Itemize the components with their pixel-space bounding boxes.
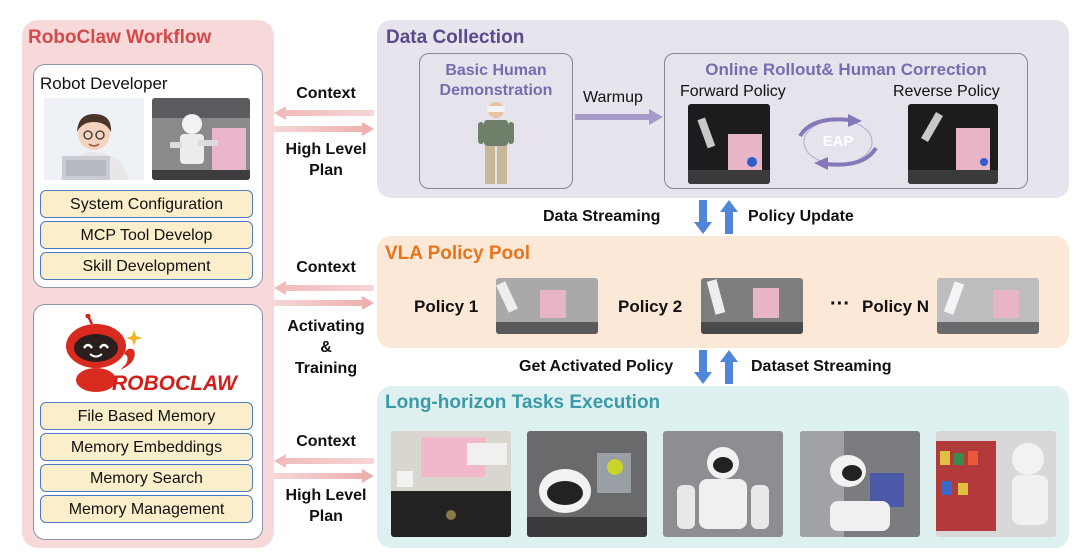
top-context-label: Context bbox=[296, 85, 356, 102]
activating-label: Activating bbox=[287, 318, 365, 335]
forward-policy-label: Forward Policy bbox=[680, 83, 786, 100]
warmup-arrow bbox=[575, 109, 663, 125]
eap-label: EAP bbox=[822, 133, 854, 150]
bottom-context-label: Context bbox=[296, 433, 356, 450]
plan-arrow-right-top bbox=[274, 122, 374, 136]
human-demo-label-line2: Demonstration bbox=[439, 82, 553, 99]
bottom-plan-label-line2: Plan bbox=[309, 508, 343, 525]
long-horizon-title: Long-horizon Tasks Execution bbox=[385, 392, 661, 413]
policy-update-label: Policy Update bbox=[748, 208, 854, 225]
robot-developer-title: Robot Developer bbox=[40, 74, 168, 93]
bottom-plan-label-line1: High Level bbox=[285, 487, 367, 504]
task-photo-4 bbox=[800, 431, 920, 537]
training-arrow-right-middle bbox=[274, 296, 374, 310]
roboclaw-mascot-logo bbox=[66, 314, 142, 392]
online-rollout-title: Online Rollout& Human Correction bbox=[705, 60, 987, 79]
ampersand-label: & bbox=[320, 339, 332, 356]
training-label: Training bbox=[294, 360, 358, 377]
memory-management-item: Memory Management bbox=[40, 495, 253, 523]
file-based-memory-item: File Based Memory bbox=[40, 402, 253, 430]
roboclaw-logo-text: ROBOCLAW bbox=[112, 372, 237, 395]
stream-arrows-bottom bbox=[694, 350, 738, 384]
task-photo-3 bbox=[663, 431, 783, 537]
context-arrow-left-middle bbox=[274, 281, 374, 295]
policy-1-photo bbox=[496, 278, 598, 334]
workflow-title: RoboClaw Workflow bbox=[28, 27, 212, 48]
mcp-tool-develop-item: MCP Tool Develop bbox=[40, 221, 253, 249]
memory-embeddings-item: Memory Embeddings bbox=[40, 433, 253, 461]
warmup-label: Warmup bbox=[583, 89, 643, 106]
data-streaming-label: Data Streaming bbox=[543, 208, 661, 225]
forward-policy-photo bbox=[688, 104, 770, 184]
policy-n-photo bbox=[937, 278, 1039, 334]
plan-arrow-right-bottom bbox=[274, 469, 374, 483]
system-configuration-item: System Configuration bbox=[40, 190, 253, 218]
context-arrow-left-top bbox=[274, 106, 374, 120]
developer-avatar-illustration bbox=[44, 98, 144, 180]
context-arrow-left-bottom bbox=[274, 454, 374, 468]
policy-2-label: Policy 2 bbox=[618, 297, 683, 316]
policy-ellipsis: ··· bbox=[830, 293, 850, 315]
get-activated-policy-label: Get Activated Policy bbox=[519, 358, 674, 375]
humanoid-robot-photo bbox=[152, 98, 250, 180]
vla-policy-pool-title: VLA Policy Pool bbox=[385, 243, 530, 264]
top-plan-label-line1: High Level bbox=[285, 141, 367, 158]
memory-search-item: Memory Search bbox=[40, 464, 253, 492]
policy-2-photo bbox=[701, 278, 803, 334]
skill-development-item: Skill Development bbox=[40, 252, 253, 280]
reverse-policy-photo bbox=[908, 104, 998, 184]
task-photo-2 bbox=[527, 431, 647, 537]
reverse-policy-label: Reverse Policy bbox=[893, 83, 1000, 100]
task-photo-5 bbox=[936, 431, 1056, 537]
middle-context-label: Context bbox=[296, 259, 356, 276]
task-photo-1 bbox=[391, 431, 511, 537]
eap-cycle-icon bbox=[798, 114, 878, 170]
human-demonstrator-figure bbox=[478, 102, 514, 184]
dataset-streaming-label: Dataset Streaming bbox=[751, 358, 892, 375]
stream-arrows-top bbox=[694, 200, 738, 234]
top-plan-label-line2: Plan bbox=[309, 162, 343, 179]
human-demo-label-line1: Basic Human bbox=[445, 62, 547, 79]
data-collection-title: Data Collection bbox=[386, 27, 525, 48]
policy-n-label: Policy N bbox=[862, 297, 930, 316]
connector-arrows bbox=[274, 106, 374, 483]
policy-1-label: Policy 1 bbox=[414, 297, 479, 316]
